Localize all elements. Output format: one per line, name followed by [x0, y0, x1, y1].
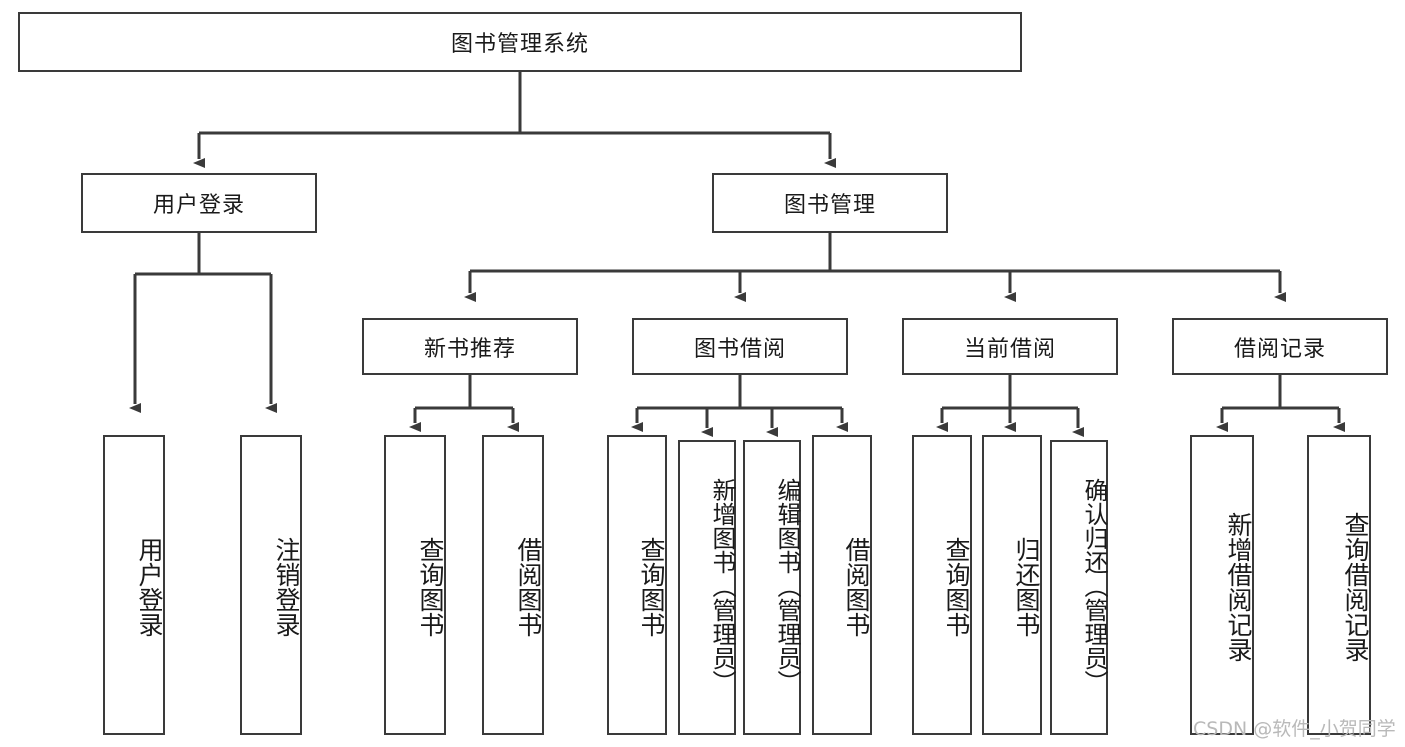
leaf-current-return-book[interactable]: 归还图书	[982, 435, 1042, 735]
leaf-current-query-book[interactable]: 查询图书	[912, 435, 972, 735]
node-label: 图书借阅	[693, 336, 786, 362]
leaf-user-login[interactable]: 用户登录	[103, 435, 165, 735]
csdn-watermark: CSDN @软件_小贺同学	[1193, 718, 1396, 740]
node-label: 确认归还（管理员）	[1080, 477, 1108, 694]
leaf-borrow-query-book[interactable]: 查询图书	[607, 435, 667, 735]
leaf-borrow-edit-book-admin[interactable]: 编辑图书（管理员）	[743, 440, 801, 735]
leaf-current-confirm-return-admin[interactable]: 确认归还（管理员）	[1050, 440, 1108, 735]
node-label: 借阅记录	[1233, 336, 1326, 362]
node-label: 新书推荐	[423, 336, 516, 362]
leaf-recommend-query-book[interactable]: 查询图书	[384, 435, 446, 735]
node-book-management[interactable]: 图书管理	[712, 173, 948, 233]
node-label: 用户登录	[152, 193, 245, 218]
node-label: 用户登录	[135, 537, 164, 637]
leaf-record-add-borrow-record[interactable]: 新增借阅记录	[1190, 435, 1254, 735]
leaf-borrow-add-book-admin[interactable]: 新增图书（管理员）	[678, 440, 736, 735]
leaf-recommend-borrow-book[interactable]: 借阅图书	[482, 435, 544, 735]
node-label: 注销登录	[272, 537, 301, 637]
node-label: 查询图书	[416, 537, 445, 637]
node-label: 查询借阅记录	[1341, 512, 1370, 662]
node-label: 图书管理	[783, 193, 876, 218]
leaf-user-logout[interactable]: 注销登录	[240, 435, 302, 735]
node-current-borrow[interactable]: 当前借阅	[902, 318, 1118, 375]
node-label: 借阅图书	[514, 537, 543, 637]
node-label: 新增借阅记录	[1224, 512, 1253, 662]
leaf-record-query-borrow-record[interactable]: 查询借阅记录	[1307, 435, 1371, 735]
node-label: 归还图书	[1012, 537, 1041, 637]
node-label: 编辑图书（管理员）	[773, 477, 801, 694]
node-borrow-record[interactable]: 借阅记录	[1172, 318, 1388, 375]
node-label: 查询图书	[942, 537, 971, 637]
node-new-book-recommend[interactable]: 新书推荐	[362, 318, 578, 375]
leaf-borrow-borrow-book[interactable]: 借阅图书	[812, 435, 872, 735]
node-label: 查询图书	[637, 537, 666, 637]
node-root-book-management-system[interactable]: 图书管理系统	[18, 12, 1022, 72]
node-label: 图书管理系统	[450, 32, 589, 57]
node-user-login[interactable]: 用户登录	[81, 173, 317, 233]
node-book-borrow[interactable]: 图书借阅	[632, 318, 848, 375]
node-label: 新增图书（管理员）	[708, 477, 736, 694]
node-label: 当前借阅	[963, 336, 1056, 362]
node-label: 借阅图书	[842, 537, 871, 637]
